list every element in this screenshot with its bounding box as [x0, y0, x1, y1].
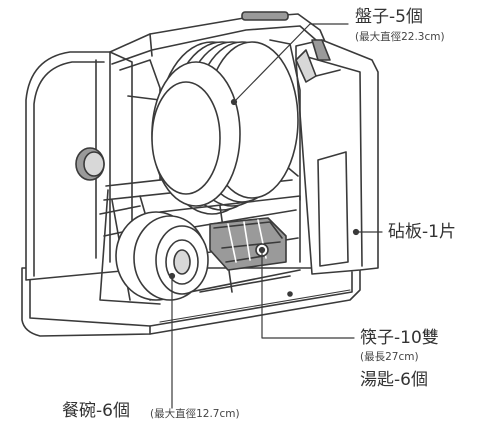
leader-plates	[233, 23, 349, 103]
plates-label: 盤子-5個	[355, 7, 423, 27]
bowls-note: (最大直徑12.7cm)	[150, 408, 240, 420]
leader-board-dot	[352, 228, 360, 236]
chopsticks-label: 筷子-10雙	[360, 328, 439, 348]
bowls	[115, 211, 209, 301]
spoons-label: 湯匙-6個	[360, 370, 428, 390]
chopsticks-note: (最長27cm)	[360, 351, 419, 363]
leader-bowls-dot	[168, 272, 176, 280]
plates-note: (最大直徑22.3cm)	[355, 31, 445, 43]
right-housing	[295, 39, 379, 275]
leader-plates-dot	[230, 98, 238, 106]
base-tray	[21, 267, 361, 337]
plates-stack	[151, 41, 299, 215]
knob-icon	[75, 147, 105, 181]
top-frame	[109, 11, 327, 65]
board-label: 砧板-1片	[388, 222, 456, 242]
leader-chopsticks-dot	[258, 246, 266, 254]
bowls-label: 餐碗-6個	[62, 401, 130, 421]
leader-lines	[168, 23, 383, 409]
utensil-basket	[209, 217, 287, 271]
leader-chopsticks	[261, 249, 355, 339]
